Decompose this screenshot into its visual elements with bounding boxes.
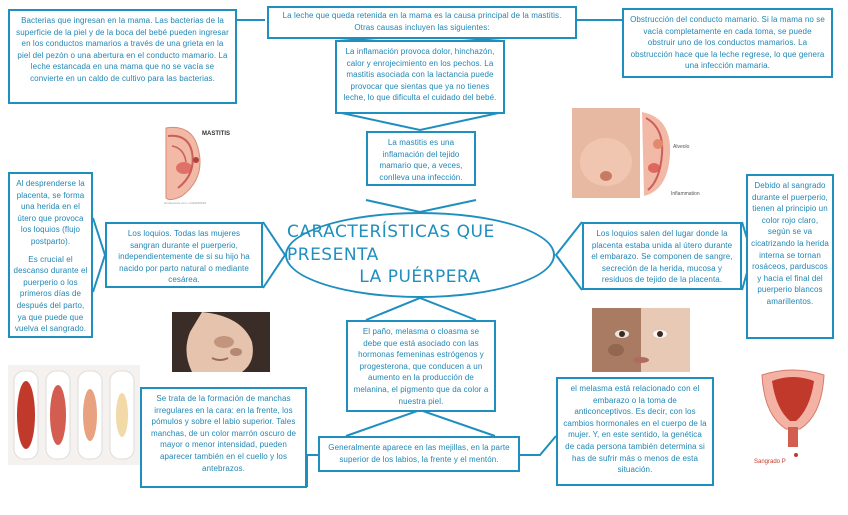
sangrado-box: Debido al sangrado durante el puerperio,… <box>746 174 834 339</box>
loquios-left-box: Los loquios. Todas las mujeres sangran d… <box>105 222 263 288</box>
inflamacion-text: La inflamación provoca dolor, hinchazón,… <box>343 47 497 103</box>
connector-mastitis-center <box>365 199 477 214</box>
melasma-face-photo-left <box>172 312 270 372</box>
mejillas-box: Generalmente aparece en las mejillas, en… <box>318 436 520 472</box>
center-title-ellipse: CARACTERÍSTICAS QUE PRESENTA LA PUÉRPERA <box>285 212 555 298</box>
alveolo-label: Alveolo <box>673 144 690 150</box>
manchas-text: Se trata de la formación de manchas irre… <box>150 394 297 473</box>
obstruccion-text: Obstrucción del conducto mamario. Si la … <box>630 15 825 71</box>
sangrado-text: Debido al sangrado durante el puerperio,… <box>751 181 829 306</box>
bacterias-text: Bacterias que ingresan en la mama. Las b… <box>16 16 229 83</box>
bacterias-box: Bacterias que ingresan en la mama. Las b… <box>8 9 237 104</box>
mejillas-text: Generalmente aparece en las mejillas, en… <box>328 443 510 464</box>
pano-text: El paño, melasma o cloasma se debe que e… <box>353 327 489 406</box>
loquios-right-box: Los loquios salen del lugar donde la pla… <box>582 222 742 290</box>
loquios-left-text: Los loquios. Todas las mujeres sangran d… <box>118 229 250 285</box>
melasma-face-photo-right <box>592 308 690 372</box>
mastitis-credit: shutterstock.com • 2424045634 <box>164 201 206 205</box>
connector-desprenderse-loquios <box>92 217 107 293</box>
obstruccion-box: Obstrucción del conducto mamario. Si la … <box>622 8 833 78</box>
connector-center-loquios-der <box>554 221 583 291</box>
leche-retenida-box: La leche que queda retenida en la mama e… <box>267 6 577 39</box>
inflammation-label: Inflammation <box>671 191 700 197</box>
sangrado-label: Sangrado P <box>754 459 786 465</box>
melasma-box: el melasma está relacionado con el embar… <box>556 377 714 486</box>
pano-box: El paño, melasma o cloasma se debe que e… <box>346 320 496 412</box>
mastitis-diagram-image: MASTITIS shutterstock.com • 2424045634 <box>162 118 240 206</box>
connector-loquios-izq-center <box>262 221 287 289</box>
placenta-text-b: Es crucial el descanso durante el puerpe… <box>13 254 88 334</box>
melasma-text: el melasma está relacionado con el embar… <box>563 384 707 475</box>
center-title-line2: LA PUÉRPERA <box>359 267 481 288</box>
connector-mejillas-manchas <box>306 454 318 487</box>
mastitis-definition-text: La mastitis es una inflamación del tejid… <box>379 138 463 182</box>
connector-mejillas-melasma <box>520 435 557 456</box>
leche-retenida-text: La leche que queda retenida en la mama e… <box>282 11 562 32</box>
manchas-box: Se trata de la formación de manchas irre… <box>140 387 307 488</box>
placenta-box: Al desprenderse la placenta, se forma un… <box>8 172 93 338</box>
placenta-text-a: Al desprenderse la placenta, se forma un… <box>16 179 85 246</box>
mastitis-definition-box: La mastitis es una inflamación del tejid… <box>366 131 476 186</box>
uterus-image: Sangrado P <box>752 365 834 465</box>
mastitis-label: MASTITIS <box>202 131 230 137</box>
inflamacion-box: La inflamación provoca dolor, hinchazón,… <box>335 40 505 114</box>
breast-images: Alveolo Inflammation <box>572 108 712 198</box>
center-title-line1: CARACTERÍSTICAS QUE PRESENTA <box>287 221 495 265</box>
connector-pano-mejillas <box>345 408 496 437</box>
connector-center-pano <box>365 296 477 321</box>
connector-inflamacion-mastitis <box>336 111 504 132</box>
lochia-pads-image <box>8 365 140 465</box>
loquios-right-text: Los loquios salen del lugar donde la pla… <box>591 229 733 285</box>
